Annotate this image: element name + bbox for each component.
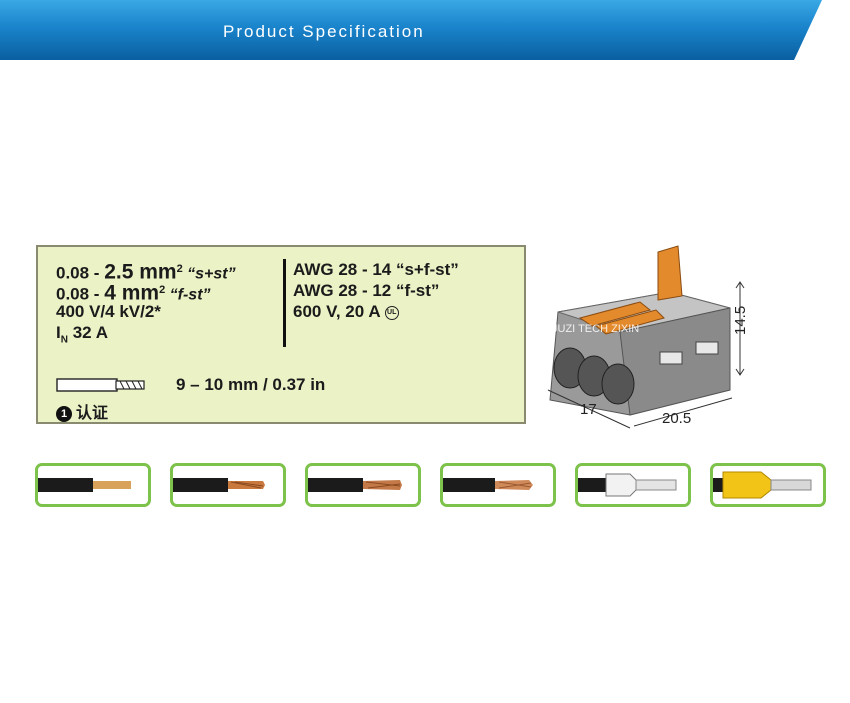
- wire-type-ferrule-plastic: [575, 463, 691, 507]
- spec-line-awg-fine: AWG 28 - 12 “f-st”: [293, 281, 440, 300]
- lever-connector-image: 14.5 17 20.5 JUZI TECH ZIXIN: [547, 245, 749, 429]
- certification-label: 认证: [76, 405, 109, 422]
- dimension-depth: 17: [580, 401, 597, 418]
- spec-awg-column: AWG 28 - 14 “s+f-st” AWG 28 - 12 “f-st” …: [293, 259, 523, 322]
- wire-type-fine-stranded: [305, 463, 421, 507]
- strip-length-text: 9 – 10 mm / 0.37 in: [176, 375, 326, 394]
- spec-text: N: [60, 334, 68, 346]
- plastic-ferrule-icon: [578, 473, 677, 497]
- spec-text: 600 V, 20 A: [293, 302, 380, 321]
- spec-metric-column: 0.08 - 2.5 mm2 “s+st” 0.08 - 4 mm2 “f-st…: [56, 259, 296, 346]
- product-diagram: 14.5 17 20.5 JUZI TECH ZIXIN: [540, 240, 830, 430]
- wire-type-ferrule-insulated: [710, 463, 826, 507]
- spec-text: 32 A: [67, 323, 108, 342]
- spec-line-awg-solid: AWG 28 - 14 “s+f-st”: [293, 260, 459, 279]
- ul-listed-icon: UL: [384, 305, 399, 320]
- page-title: Product Specification: [223, 22, 425, 41]
- solid-wire-icon: [38, 478, 131, 492]
- spec-line-current: IN 32 A: [56, 322, 296, 346]
- spec-text: 2.5 mm: [104, 260, 177, 284]
- dimension-height: 14.5: [732, 306, 749, 335]
- spec-text: 4 mm: [104, 281, 160, 305]
- spec-line-fine: 0.08 - 4 mm2 “f-st”: [56, 280, 296, 304]
- spec-text: 2: [176, 263, 183, 275]
- spec-line-voltage: 400 V/4 kV/2*: [56, 302, 161, 321]
- dimension-width: 20.5: [662, 410, 691, 427]
- watermark-text: JUZI TECH ZIXIN: [552, 323, 639, 335]
- wire-type-solid: [35, 463, 151, 507]
- header-banner: [0, 0, 822, 60]
- fine-stranded-wire-icon: [308, 478, 402, 492]
- wire-type-fine-stranded-tinned: [440, 463, 556, 507]
- column-divider: [283, 259, 286, 347]
- spec-text: I: [56, 323, 61, 342]
- strip-length-row: 9 – 10 mm / 0.37 in: [56, 375, 516, 395]
- footnote-badge: 1: [56, 405, 72, 422]
- tinned-wire-icon: [443, 478, 533, 492]
- spec-text: “s+st”: [182, 265, 236, 283]
- spec-text: 2: [159, 284, 166, 296]
- spec-line-solid: 0.08 - 2.5 mm2 “s+st”: [56, 259, 296, 283]
- wire-type-strip: [35, 463, 827, 509]
- insulated-ferrule-icon: [713, 471, 812, 499]
- stripped-wire-icon: [56, 378, 145, 392]
- spec-text: 0.08 -: [56, 263, 105, 283]
- spec-text: 0.08 -: [56, 284, 105, 304]
- wire-type-stranded: [170, 463, 286, 507]
- spec-text: “f-st”: [165, 286, 211, 304]
- spec-line-rating: 600 V, 20 A UL: [293, 301, 523, 322]
- stranded-wire-icon: [173, 478, 265, 492]
- spec-panel: 0.08 - 2.5 mm2 “s+st” 0.08 - 4 mm2 “f-st…: [36, 245, 526, 424]
